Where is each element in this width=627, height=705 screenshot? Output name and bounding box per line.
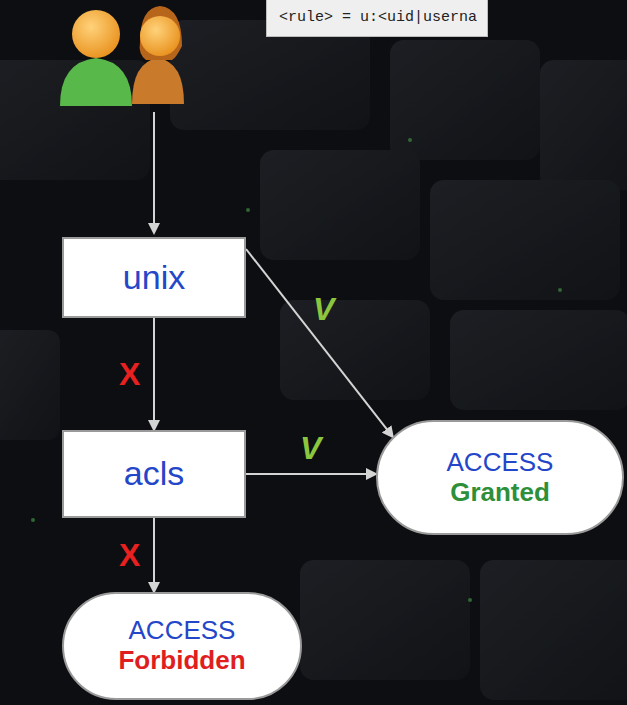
flow-arrow	[246, 249, 393, 437]
flow-arrow	[246, 473, 376, 475]
rack-units	[0, 20, 627, 700]
node-text: acls	[124, 454, 184, 493]
node-text: ACCESS	[447, 448, 554, 478]
node-subtext: Forbidden	[118, 646, 245, 676]
result-terminal: ACCESSGranted	[376, 420, 624, 535]
flow-arrow	[153, 318, 155, 430]
edge-label: X	[119, 358, 140, 390]
edge-label: X	[119, 539, 140, 571]
edge-label: V	[300, 432, 321, 464]
check-box: unix	[62, 237, 246, 318]
node-subtext: Granted	[450, 478, 550, 508]
result-terminal: ACCESSForbidden	[62, 592, 302, 700]
check-box: acls	[62, 430, 246, 518]
edge-label: V	[313, 293, 334, 325]
users-icon	[60, 6, 184, 106]
node-text: unix	[123, 258, 185, 297]
code-snippet: <rule> = u:<uid|userna	[266, 0, 488, 37]
node-text: ACCESS	[129, 616, 236, 646]
users-arrow	[153, 112, 155, 233]
flow-arrow	[153, 518, 155, 592]
